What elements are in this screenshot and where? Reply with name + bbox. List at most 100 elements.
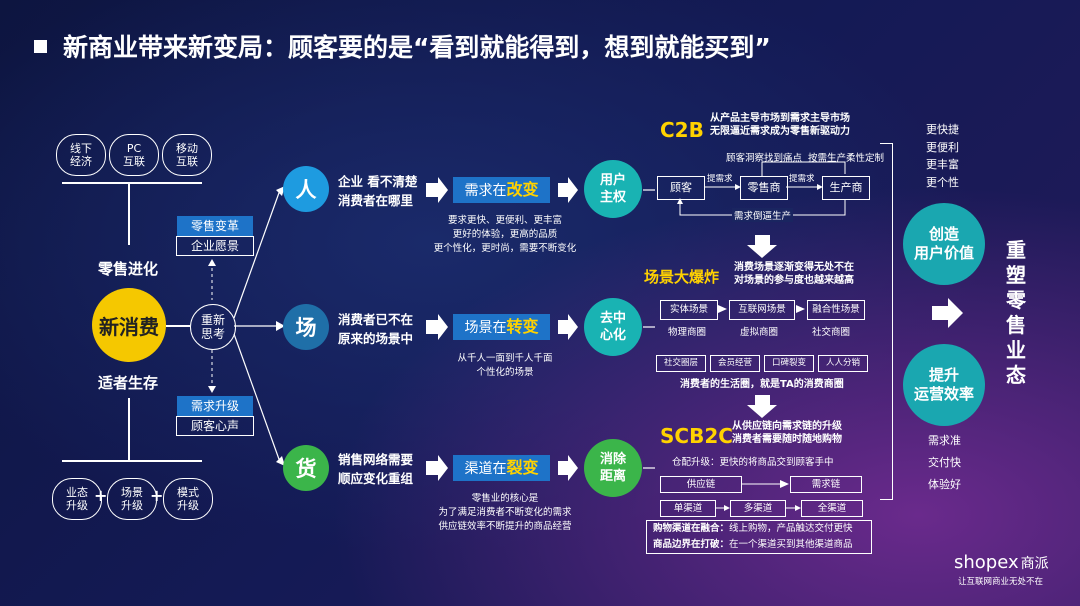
summary-line-2: 商品边界在打破：在一个渠道买到其他渠道商品 [653, 537, 871, 553]
people-notes: 要求更快、更便利、更丰富 更好的体验，更高的品质 更个性化，更时尚，需要不断变化 [433, 215, 577, 254]
physical-circle-label: 物理商圈 [668, 327, 707, 338]
benefit-fast-delivery: 交付快 [928, 456, 961, 469]
supply-chain-box: 供应链 [660, 476, 742, 493]
demand-box-prefix: 需求在 [464, 183, 507, 199]
summary-line-1: 购物渠道在融合：线上购物，产品触达交付更快 [653, 521, 871, 537]
c2b-label-insight: 顾客洞察找到痛点 [726, 153, 803, 164]
scene-bottom-note: 消费者的生活圈，就是TA的消费商圈 [680, 379, 844, 390]
right-bracket [880, 143, 893, 500]
benefit-accurate-demand: 需求准 [928, 434, 961, 447]
c2b-subtitle: 从产品主导市场到需求主导市场 无限逼近需求成为零售新驱动力 [710, 113, 850, 137]
channel-box-prefix: 渠道在 [464, 461, 507, 477]
c2b-retailer-node: 零售商 [740, 176, 788, 200]
omni-channel-box: 全渠道 [801, 500, 863, 517]
decentralization-circle: 去中 心化 [584, 298, 642, 356]
c2b-label-custom: 按需生产柔性定制 [808, 153, 885, 164]
summary-line-2-text: 在一个渠道买到其他渠道商品 [729, 539, 853, 550]
internet-scene-box: 互联网场景 [729, 300, 795, 320]
benefit-list-bottom: 需求准 交付快 体验好 [928, 430, 961, 496]
retail-evolution-label: 零售进化 [98, 260, 159, 278]
survival-label: 适者生存 [98, 374, 159, 392]
category-people-circle: 人 [283, 166, 329, 212]
corporate-vision-box: 企业愿景 [176, 236, 254, 256]
c2b-customer-node: 顾客 [657, 176, 705, 200]
customer-voice-box: 顾客心声 [176, 416, 254, 436]
category-scene-circle: 场 [283, 304, 329, 350]
retail-reform-box: 零售变革 [177, 216, 253, 236]
oval-pc-internet: PC 互联 [109, 134, 159, 176]
logo-cn: 商派 [1020, 556, 1049, 572]
scb2c-summary-box: 购物渠道在融合：线上购物，产品触达交付更快 商品边界在打破：在一个渠道买到其他渠… [646, 520, 872, 554]
scene-notes: 从千人一面到千人千面 个性化的场景 [457, 353, 553, 378]
summary-line-2-key: 商品边界在打破： [653, 539, 730, 550]
page-title: 新商业带来新变局：顾客要的是“看到就能得到，想到就能买到” [34, 28, 771, 64]
divider-bottom [62, 460, 202, 462]
channel-fission-box: 渠道在裂变 [453, 455, 550, 481]
improve-efficiency-circle: 提升 运营效率 [903, 344, 985, 426]
benefit-good-experience: 体验好 [928, 478, 961, 491]
scene-box-key: 转变 [506, 317, 539, 336]
square-bullet-icon [34, 39, 47, 53]
scb2c-subtitle: 从供应链向需求链的升级 消费者需要随时随地购物 [732, 421, 842, 445]
single-channel-box: 单渠道 [660, 500, 716, 517]
fusion-scene-box: 融合性场景 [807, 300, 865, 320]
reshape-retail-vertical: 重塑零售业态 [1006, 238, 1026, 387]
vline-bottom [128, 398, 130, 460]
scene-explosion-title: 场景大爆炸 [644, 268, 720, 286]
page-title-text: 新商业带来新变局：顾客要的是“看到就能得到，想到就能买到” [63, 33, 771, 62]
scene-explosion-subtitle: 消费场景逐渐变得无处不在 对场景的参与度也越来越高 [734, 262, 854, 286]
tag-member-operation: 会员经营 [710, 355, 760, 372]
scb2c-warehouse-line: 仓配升级：更快的将商品交到顾客手中 [672, 457, 834, 468]
virtual-circle-label: 虚拟商圈 [740, 327, 779, 338]
oval-model-upgrade: 模式 升级 [163, 478, 213, 520]
benefit-list-top: 更快捷 更便利 更丰富 更个性 [926, 121, 959, 191]
c2b-arrow-label-2: 提需求 [789, 174, 815, 184]
rethink-circle: 重新 思考 [190, 304, 236, 350]
demand-upgrade-box: 需求升级 [177, 396, 253, 416]
logo-brand: shopex [954, 552, 1019, 573]
divider-top [62, 182, 202, 184]
scene-changing-box: 场景在转变 [453, 314, 550, 340]
c2b-title: C2B [660, 118, 704, 142]
tag-social-circle: 社交圈层 [656, 355, 706, 372]
plus-sign-2: + [150, 486, 164, 505]
channel-box-key: 裂变 [506, 458, 539, 477]
goods-description: 销售网络需要 顺应变化重组 [338, 452, 414, 486]
c2b-bottom-label: 需求倒逼生产 [732, 208, 794, 222]
people-description: 企业 看不清楚 消费者在哪里 [338, 174, 418, 208]
oval-scene-upgrade: 场景 升级 [107, 478, 157, 520]
category-goods-circle: 货 [283, 445, 329, 491]
c2b-arrow-label-1: 提需求 [707, 174, 733, 184]
eliminate-distance-circle: 消除 距离 [584, 439, 642, 497]
oval-offline-economy: 线下 经济 [56, 134, 106, 176]
create-user-value-circle: 创造 用户价值 [903, 203, 985, 285]
user-sovereignty-circle: 用户 主权 [584, 160, 642, 218]
connector-rethink [166, 325, 190, 327]
tag-word-of-mouth: 口碑裂变 [764, 355, 814, 372]
benefit-convenient: 更便利 [926, 140, 959, 154]
summary-line-1-text: 线上购物，产品触达交付更快 [729, 523, 853, 534]
demand-changing-box: 需求在改变 [453, 177, 550, 203]
plus-sign: + [94, 486, 108, 505]
social-circle-label: 社交商圈 [812, 327, 851, 338]
benefit-faster: 更快捷 [926, 123, 959, 136]
c2b-producer-node: 生产商 [822, 176, 870, 200]
physical-scene-box: 实体场景 [660, 300, 718, 320]
oval-mobile-internet: 移动 互联 [162, 134, 212, 176]
summary-line-1-key: 购物渠道在融合： [653, 523, 730, 534]
benefit-richer: 更丰富 [926, 158, 959, 171]
oval-format-upgrade: 业态 升级 [52, 478, 102, 520]
scene-box-prefix: 场景在 [464, 320, 507, 336]
goods-notes: 零售业的核心是 为了满足消费者不断变化的需求 供应链效率不断提升的商品经营 [438, 493, 572, 532]
tag-everyone-distributes: 人人分销 [818, 355, 868, 372]
scb2c-title: SCB2C [660, 424, 733, 448]
logo-slogan: 让互联网商业无处不在 [958, 577, 1044, 587]
multi-channel-box: 多渠道 [730, 500, 786, 517]
demand-box-key: 改变 [506, 180, 539, 199]
vline-top [128, 183, 130, 245]
benefit-personalized: 更个性 [926, 175, 959, 189]
new-consumption-circle: 新消费 [92, 288, 166, 362]
demand-chain-box: 需求链 [790, 476, 862, 493]
